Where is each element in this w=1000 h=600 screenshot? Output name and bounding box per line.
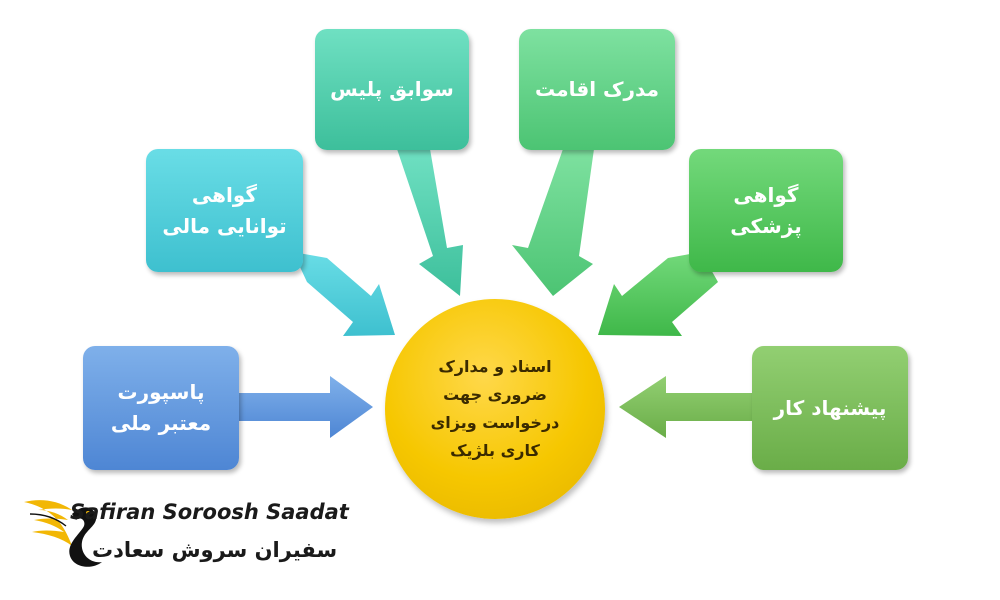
arrow-job (619, 376, 753, 438)
node-residence-label: مدرک اقامت (535, 77, 659, 101)
node-passport-label: پاسپورت معتبر ملی (110, 380, 212, 435)
center-node-label: اسناد و مدارک ضروری جهت درخواست ویزای کا… (430, 357, 560, 460)
node-medical-certificate: گواهی پزشکی (689, 149, 843, 272)
node-residence-document: مدرک اقامت (519, 29, 675, 150)
node-financial-label: گواهی توانایی مالی (162, 182, 287, 238)
logo-text-fa: سفیران سروش سعادت (92, 538, 338, 562)
arrow-residence (512, 149, 594, 296)
arrow-passport (238, 376, 373, 438)
node-police-record: سوابق پلیس (315, 29, 469, 150)
node-passport: پاسپورت معتبر ملی (83, 346, 239, 470)
node-police-label: سوابق پلیس (330, 77, 454, 101)
arrow-medical (598, 252, 718, 336)
node-job-offer: پیشنهاد کار (752, 346, 908, 470)
logo-text-en: Safiran Soroosh Saadat (70, 500, 349, 524)
center-node: اسناد و مدارک ضروری جهت درخواست ویزای کا… (385, 299, 605, 519)
company-logo-icon (24, 500, 102, 567)
arrow-financial (293, 252, 395, 336)
node-medical-label: گواهی پزشکی (730, 182, 802, 238)
node-job-label: پیشنهاد کار (773, 395, 887, 420)
arrow-police (397, 149, 463, 296)
node-financial-ability: گواهی توانایی مالی (146, 149, 303, 272)
